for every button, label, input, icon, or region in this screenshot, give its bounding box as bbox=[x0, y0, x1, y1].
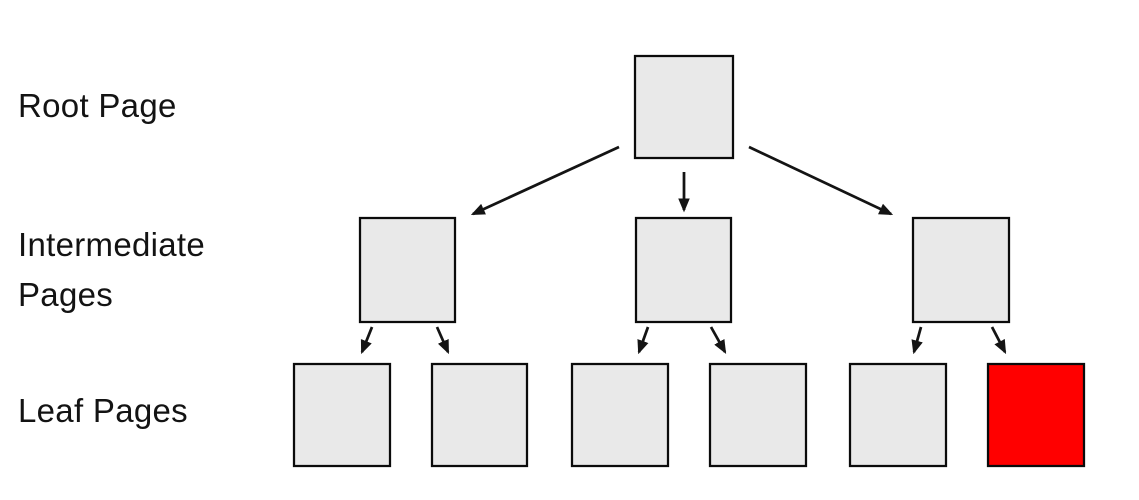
intermediate-page-node-2 bbox=[634, 216, 733, 324]
edges bbox=[360, 145, 1007, 355]
intermediate-page-node-1 bbox=[358, 216, 457, 324]
leaf-page-node-5 bbox=[848, 362, 948, 468]
intermediate-page-node-3 bbox=[911, 216, 1011, 324]
intermediate-pages-label: Intermediate Pages bbox=[18, 226, 206, 313]
edge-intermediate-2-to-leaf-4 bbox=[709, 326, 727, 355]
edge-intermediate-3-to-leaf-5 bbox=[911, 326, 923, 355]
leaf-page-node-1 bbox=[292, 362, 392, 468]
leaf-pages-label: Leaf Pages bbox=[18, 392, 188, 429]
nodes bbox=[292, 54, 1086, 468]
leaf-page-node-2 bbox=[430, 362, 529, 468]
edge-root-to-intermediate-1 bbox=[470, 145, 620, 216]
edge-intermediate-1-to-leaf-1 bbox=[360, 326, 374, 355]
root-page-label: Root Page bbox=[18, 87, 177, 124]
leaf-page-node-4 bbox=[708, 362, 808, 468]
leaf-page-node-3 bbox=[570, 362, 670, 468]
edge-intermediate-1-to-leaf-2 bbox=[435, 326, 450, 355]
leaf-page-node-6-highlighted bbox=[986, 362, 1086, 468]
root-page-node bbox=[633, 54, 735, 160]
edge-intermediate-3-to-leaf-6 bbox=[990, 326, 1007, 355]
edge-root-to-intermediate-3 bbox=[748, 145, 894, 216]
edge-intermediate-2-to-leaf-3 bbox=[637, 326, 650, 355]
